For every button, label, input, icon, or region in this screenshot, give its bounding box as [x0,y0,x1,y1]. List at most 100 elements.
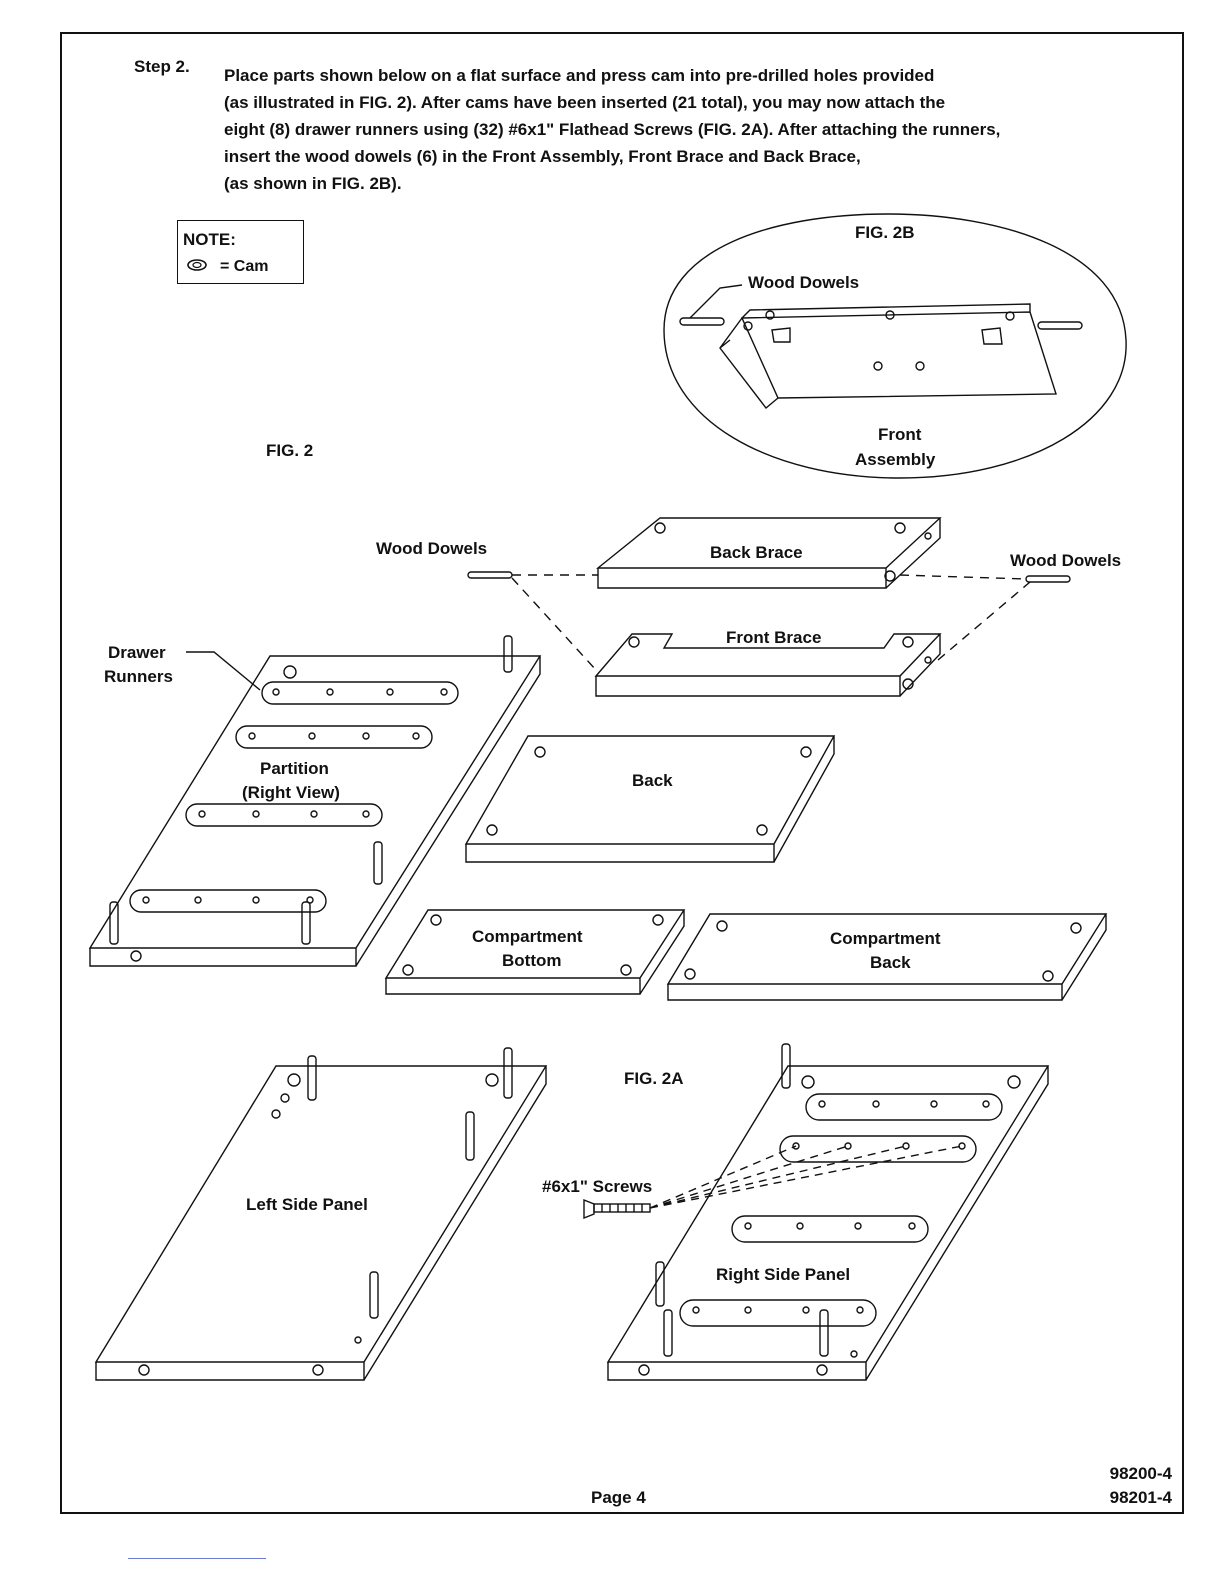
hole [138,1364,150,1376]
left-side-panel-board [94,1065,548,1381]
dowels [307,1047,513,1319]
fig2-label: FIG. 2 [266,441,313,460]
back-brace-label: Back Brace [710,543,803,562]
drawer-runners-pointer [186,651,261,691]
instruction-line: insert the wood dowels (6) in the Front … [224,147,861,166]
front-assembly-label-1: Front [878,425,922,444]
right-side-panel: #6x1" Screws Right Side Panel [542,1043,1050,1381]
back-board [464,735,836,863]
cam [884,570,896,582]
drawer-runner [261,681,459,705]
cam [283,665,297,679]
cam [756,824,768,836]
screw-guide-lines [649,1145,963,1209]
step-instructions: Place parts shown below on a flat surfac… [224,62,1154,197]
back-panel: Back [464,735,836,863]
cam [486,824,498,836]
runner-holes [142,688,448,904]
cam [1007,1075,1021,1089]
hole [130,950,142,962]
wood-dowels-right-label: Wood Dowels [1010,551,1121,570]
cam-icon [187,259,207,271]
partition-label-2: (Right View) [242,783,340,802]
front-assembly-label-2: Assembly [855,450,936,469]
cam [894,522,906,534]
compartment-back-board [666,913,1108,1001]
drawer-runner [731,1215,929,1243]
instruction-line: Place parts shown below on a flat surfac… [224,66,935,85]
fig2b-detail: FIG. 2B Wood Dowels Front Assembly [663,213,1127,479]
left-side-panel: Left Side Panel [94,1047,548,1381]
hole [816,1364,828,1376]
back-brace: Back Brace [596,517,942,589]
instruction-line: eight (8) drawer runners using (32) #6x1… [224,120,1001,139]
note-title: NOTE: [183,230,236,249]
drawer-runner [185,803,383,827]
front-assembly [719,303,1057,410]
compartment-bottom-board [384,909,686,995]
dowels [655,1043,829,1357]
wood-dowel [1025,575,1071,583]
divider [128,1558,266,1559]
instruction-line: (as shown in FIG. 2B). [224,174,402,193]
hole [885,310,895,320]
step-label: Step 2. [134,57,190,76]
note-box: NOTE: = Cam [177,220,304,284]
hole [743,321,753,331]
cam [430,914,442,926]
fig2a-label: FIG. 2A [624,1069,684,1088]
cam [684,968,696,980]
note-legend: = Cam [220,258,269,275]
cam [402,964,414,976]
part-number: 98200-4 [1109,1464,1172,1483]
cam [1070,922,1082,934]
hole [638,1364,650,1376]
page-number: Page 4 [591,1488,646,1507]
cam [287,1073,301,1087]
hole [312,1364,324,1376]
cam [1042,970,1054,982]
right-side-panel-board [606,1065,1050,1381]
cam [485,1073,499,1087]
bracket [981,327,1003,345]
partition: Drawer Runners Partition (Right View) [88,635,542,967]
drawer-runner [679,1299,877,1327]
hole [924,656,932,664]
fig2b-pointer [689,284,743,319]
cam [902,636,914,648]
hole [850,1350,858,1358]
drawer-runner [805,1093,1003,1121]
wood-dowels-left-label: Wood Dowels [376,539,487,558]
hole [873,361,883,371]
partition-label-1: Partition [260,759,329,778]
compartment-bottom-label-2: Bottom [502,951,561,970]
fig2b-wood-dowels-label: Wood Dowels [748,273,859,292]
compartment-back: Compartment Back [666,913,1108,1001]
drawer-runner [779,1135,977,1163]
cam [716,920,728,932]
fig2b-label: FIG. 2B [855,223,915,242]
compartment-bottom-label-1: Compartment [472,927,583,946]
dowels [109,635,513,945]
screw-icon [583,1198,651,1220]
partition-board [88,655,542,967]
page-frame [60,32,1184,1514]
drawer-runner [235,725,433,749]
bracket [771,327,791,343]
dowel-guide-lines [511,574,1031,671]
runner-holes [692,1100,990,1314]
compartment-back-label-2: Back [870,953,911,972]
hole [1005,311,1015,321]
wood-dowel [467,571,513,579]
cam [652,914,664,926]
cam [620,964,632,976]
instruction-line: (as illustrated in FIG. 2). After cams h… [224,93,946,112]
compartment-back-label-1: Compartment [830,929,941,948]
cam [801,1075,815,1089]
cam [902,678,914,690]
fig2b-bubble [663,213,1127,479]
front-brace-label: Front Brace [726,628,821,647]
hole [271,1109,281,1119]
wood-dowel [1037,321,1083,330]
